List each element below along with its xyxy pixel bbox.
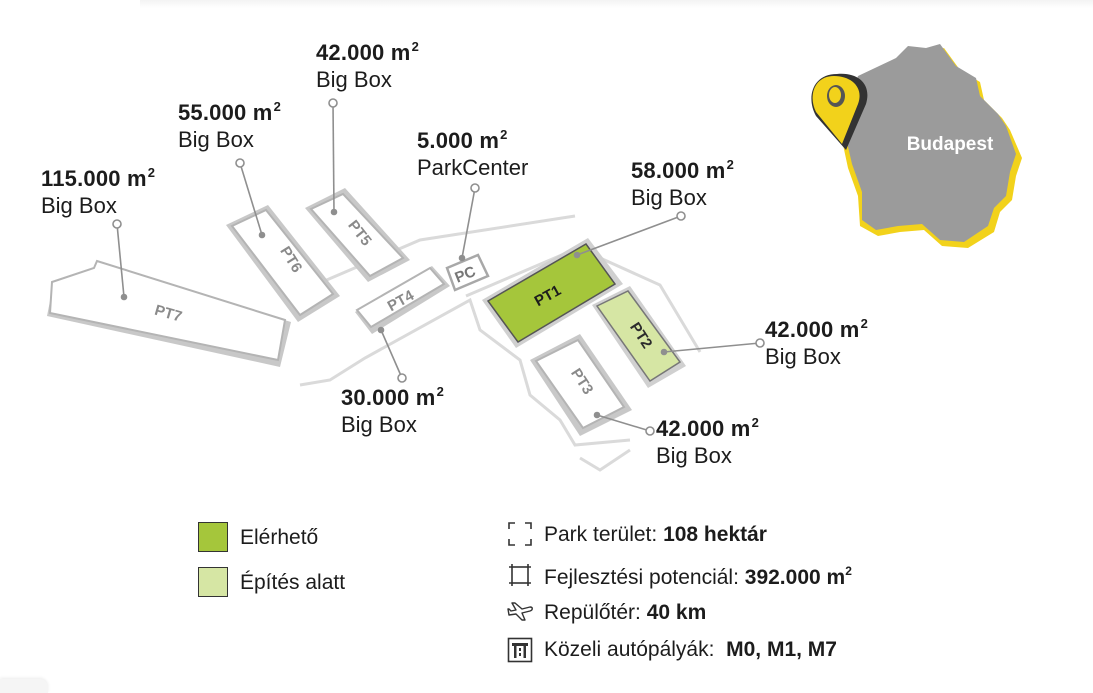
callout-pt2: 42.000 m2 Big Box (765, 316, 868, 371)
stat-development-potential: Fejlesztési potenciál: 392.000 m2 (544, 564, 852, 590)
callout-pt5: 42.000 m2 Big Box (316, 39, 419, 94)
stat-value: M0, M1, M7 (726, 638, 837, 661)
callout-type: Big Box (765, 343, 841, 369)
plot-label-pc: PC (452, 263, 478, 287)
callout-pc: 5.000 m2 ParkCenter (417, 127, 528, 182)
callout-type: Big Box (41, 192, 117, 218)
leader-lines (112, 98, 765, 436)
callout-type: Big Box (316, 66, 392, 92)
stat-label: Fejlesztési potenciál: (544, 566, 745, 589)
plot-label-pt7: PT7 (153, 302, 184, 326)
stat-label: Repülőtér: (544, 601, 647, 624)
stat-airport: Repülőtér: 40 km (544, 601, 706, 625)
stat-park-area: Park terület: 108 hektár (544, 523, 767, 547)
callout-pt3: 42.000 m2 Big Box (656, 415, 759, 470)
stat-value: 108 hektár (663, 523, 767, 546)
stat-value: 40 km (646, 601, 707, 624)
legend-swatch-available (198, 522, 228, 552)
callout-type: ParkCenter (417, 154, 529, 180)
legend-label-under-construction: Építés alatt (240, 571, 346, 594)
plot-pt3[interactable] (530, 334, 632, 436)
development-area-icon (509, 564, 531, 586)
plot-pt1[interactable] (482, 238, 623, 348)
callout-pt6: 55.000 m2 Big Box (178, 99, 281, 154)
callout-area: 42.000 m2 (765, 316, 869, 342)
top-shadow-strip (140, 0, 1093, 8)
area-corners-icon (508, 522, 532, 546)
budapest-shape (846, 44, 1016, 242)
road-south (299, 297, 631, 447)
road-stub (579, 448, 631, 472)
callout-area: 5.000 m2 (417, 127, 508, 153)
motorway-icon (507, 637, 533, 663)
callout-pt1: 58.000 m2 Big Box (631, 157, 734, 212)
plot-pt7[interactable] (47, 259, 291, 367)
budapest-label: Budapest (907, 134, 994, 155)
callout-area: 42.000 m2 (656, 415, 760, 441)
callout-area: 55.000 m2 (178, 99, 282, 125)
plot-pc[interactable] (445, 253, 490, 292)
stat-unit-sup: 2 (845, 564, 852, 578)
road-east (465, 246, 702, 353)
callout-area: 115.000 m2 (41, 165, 156, 191)
stat-label: Park terület: (544, 523, 664, 546)
callout-area: 30.000 m2 (341, 384, 445, 410)
plot-pt4[interactable] (355, 266, 450, 334)
legend-swatch-under-construction (198, 567, 228, 597)
location-pin-icon (811, 73, 868, 150)
callout-pt4: 30.000 m2 Big Box (341, 384, 444, 439)
stat-value: 392.000 m (744, 566, 846, 589)
callout-type: Big Box (656, 442, 732, 468)
callout-pt7: 115.000 m2 Big Box (41, 165, 155, 220)
callout-type: Big Box (631, 184, 707, 210)
corner-tab (0, 679, 48, 693)
plot-pt6[interactable] (226, 205, 340, 322)
road-network (299, 214, 702, 472)
callout-type: Big Box (178, 126, 254, 152)
callout-type: Big Box (341, 411, 417, 437)
callout-area: 58.000 m2 (631, 157, 735, 183)
road-north (314, 214, 576, 287)
stat-label: Közeli autópályák: (544, 638, 727, 661)
budapest-map: Budapest (811, 44, 1022, 248)
callout-area: 42.000 m2 (316, 39, 420, 65)
plot-pt2[interactable] (592, 286, 686, 388)
stat-motorways: Közeli autópályák: M0, M1, M7 (544, 638, 837, 662)
legend-label-available: Elérhető (240, 526, 319, 549)
airplane-icon (507, 602, 533, 621)
